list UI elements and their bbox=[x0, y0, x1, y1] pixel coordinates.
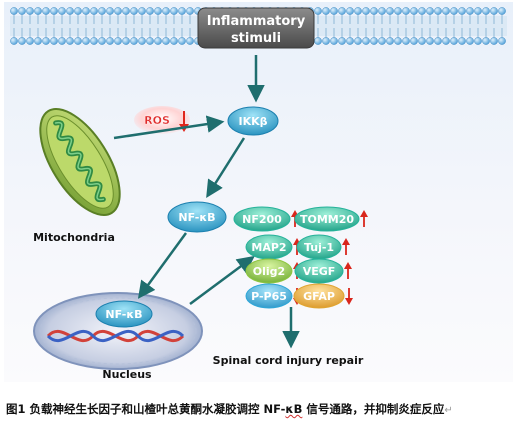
nucleus-icon bbox=[33, 292, 203, 370]
marker-down-arrow bbox=[345, 288, 353, 305]
ros-label: ROS bbox=[144, 114, 170, 127]
marker-olig2: Olig2 bbox=[245, 258, 301, 284]
marker-label: TOMM20 bbox=[300, 213, 354, 226]
marker-up-arrow bbox=[344, 262, 352, 279]
nfkb-nucleus-node: NF-κB bbox=[95, 300, 153, 328]
stimulus-line1: Inflammatory bbox=[207, 14, 306, 29]
pathway-figure: Inflammatory stimuli Mitochondria Nucleu… bbox=[4, 2, 513, 382]
nfkb-nucleus-label: NF-κB bbox=[105, 308, 142, 321]
marker-vegf: VEGF bbox=[294, 258, 352, 284]
mitochondria-icon bbox=[39, 107, 121, 217]
nfkb-cytoplasm-node: NF-κB bbox=[167, 201, 227, 233]
arrow-nucleus-to-markers bbox=[189, 255, 255, 306]
marker-label: Olig2 bbox=[253, 265, 285, 278]
ros-node: ROS bbox=[134, 106, 190, 134]
marker-label: NF200 bbox=[242, 213, 282, 226]
nfkb-cytoplasm-label: NF-κB bbox=[178, 211, 215, 224]
arrow-ikk-to-nfkb bbox=[206, 137, 246, 198]
marker-label: VEGF bbox=[303, 265, 336, 278]
marker-label: Tuj-1 bbox=[304, 241, 334, 254]
marker-up-arrow bbox=[342, 238, 350, 255]
marker-map2: MAP2 bbox=[245, 234, 301, 260]
stimulus-line2: stimuli bbox=[231, 31, 281, 46]
outcome-label: Spinal cord injury repair bbox=[213, 354, 364, 367]
ikk-beta-node: IKKβ bbox=[227, 106, 279, 136]
inflammatory-stimuli-box: Inflammatory stimuli bbox=[197, 7, 315, 49]
marker-gfap: GFAP bbox=[293, 283, 353, 309]
marker-tomm20: TOMM20 bbox=[294, 206, 368, 232]
arrow-nfkb-to-nucleus bbox=[137, 232, 188, 299]
marker-tuj-1: Tuj-1 bbox=[296, 234, 350, 260]
marker-label: MAP2 bbox=[251, 241, 286, 254]
mitochondria-label: Mitochondria bbox=[33, 231, 115, 244]
flow-arrows bbox=[113, 55, 300, 349]
paragraph-mark: ↵ bbox=[444, 405, 453, 416]
marker-label: GFAP bbox=[303, 290, 335, 303]
arrow-mitochondria-to-ikk bbox=[113, 115, 225, 140]
figure-caption: 图1 负载神经生长因子和山楂叶总黄酮水凝胶调控 NF-κB 信号通路，并抑制炎症… bbox=[6, 400, 516, 418]
marker-up-arrow bbox=[360, 210, 368, 227]
marker-label: P-P65 bbox=[251, 290, 287, 303]
marker-p-p65: P-P65 bbox=[245, 283, 301, 309]
nucleus-label: Nucleus bbox=[102, 368, 152, 381]
ikk-beta-label: IKKβ bbox=[238, 115, 267, 128]
caption-prefix: 图1 负载神经生长因子和山楂叶总黄酮水凝胶调控 NF- bbox=[6, 402, 286, 416]
caption-highlight: κB bbox=[285, 402, 303, 416]
caption-suffix: 信号通路，并抑制炎症反应 bbox=[302, 402, 445, 416]
